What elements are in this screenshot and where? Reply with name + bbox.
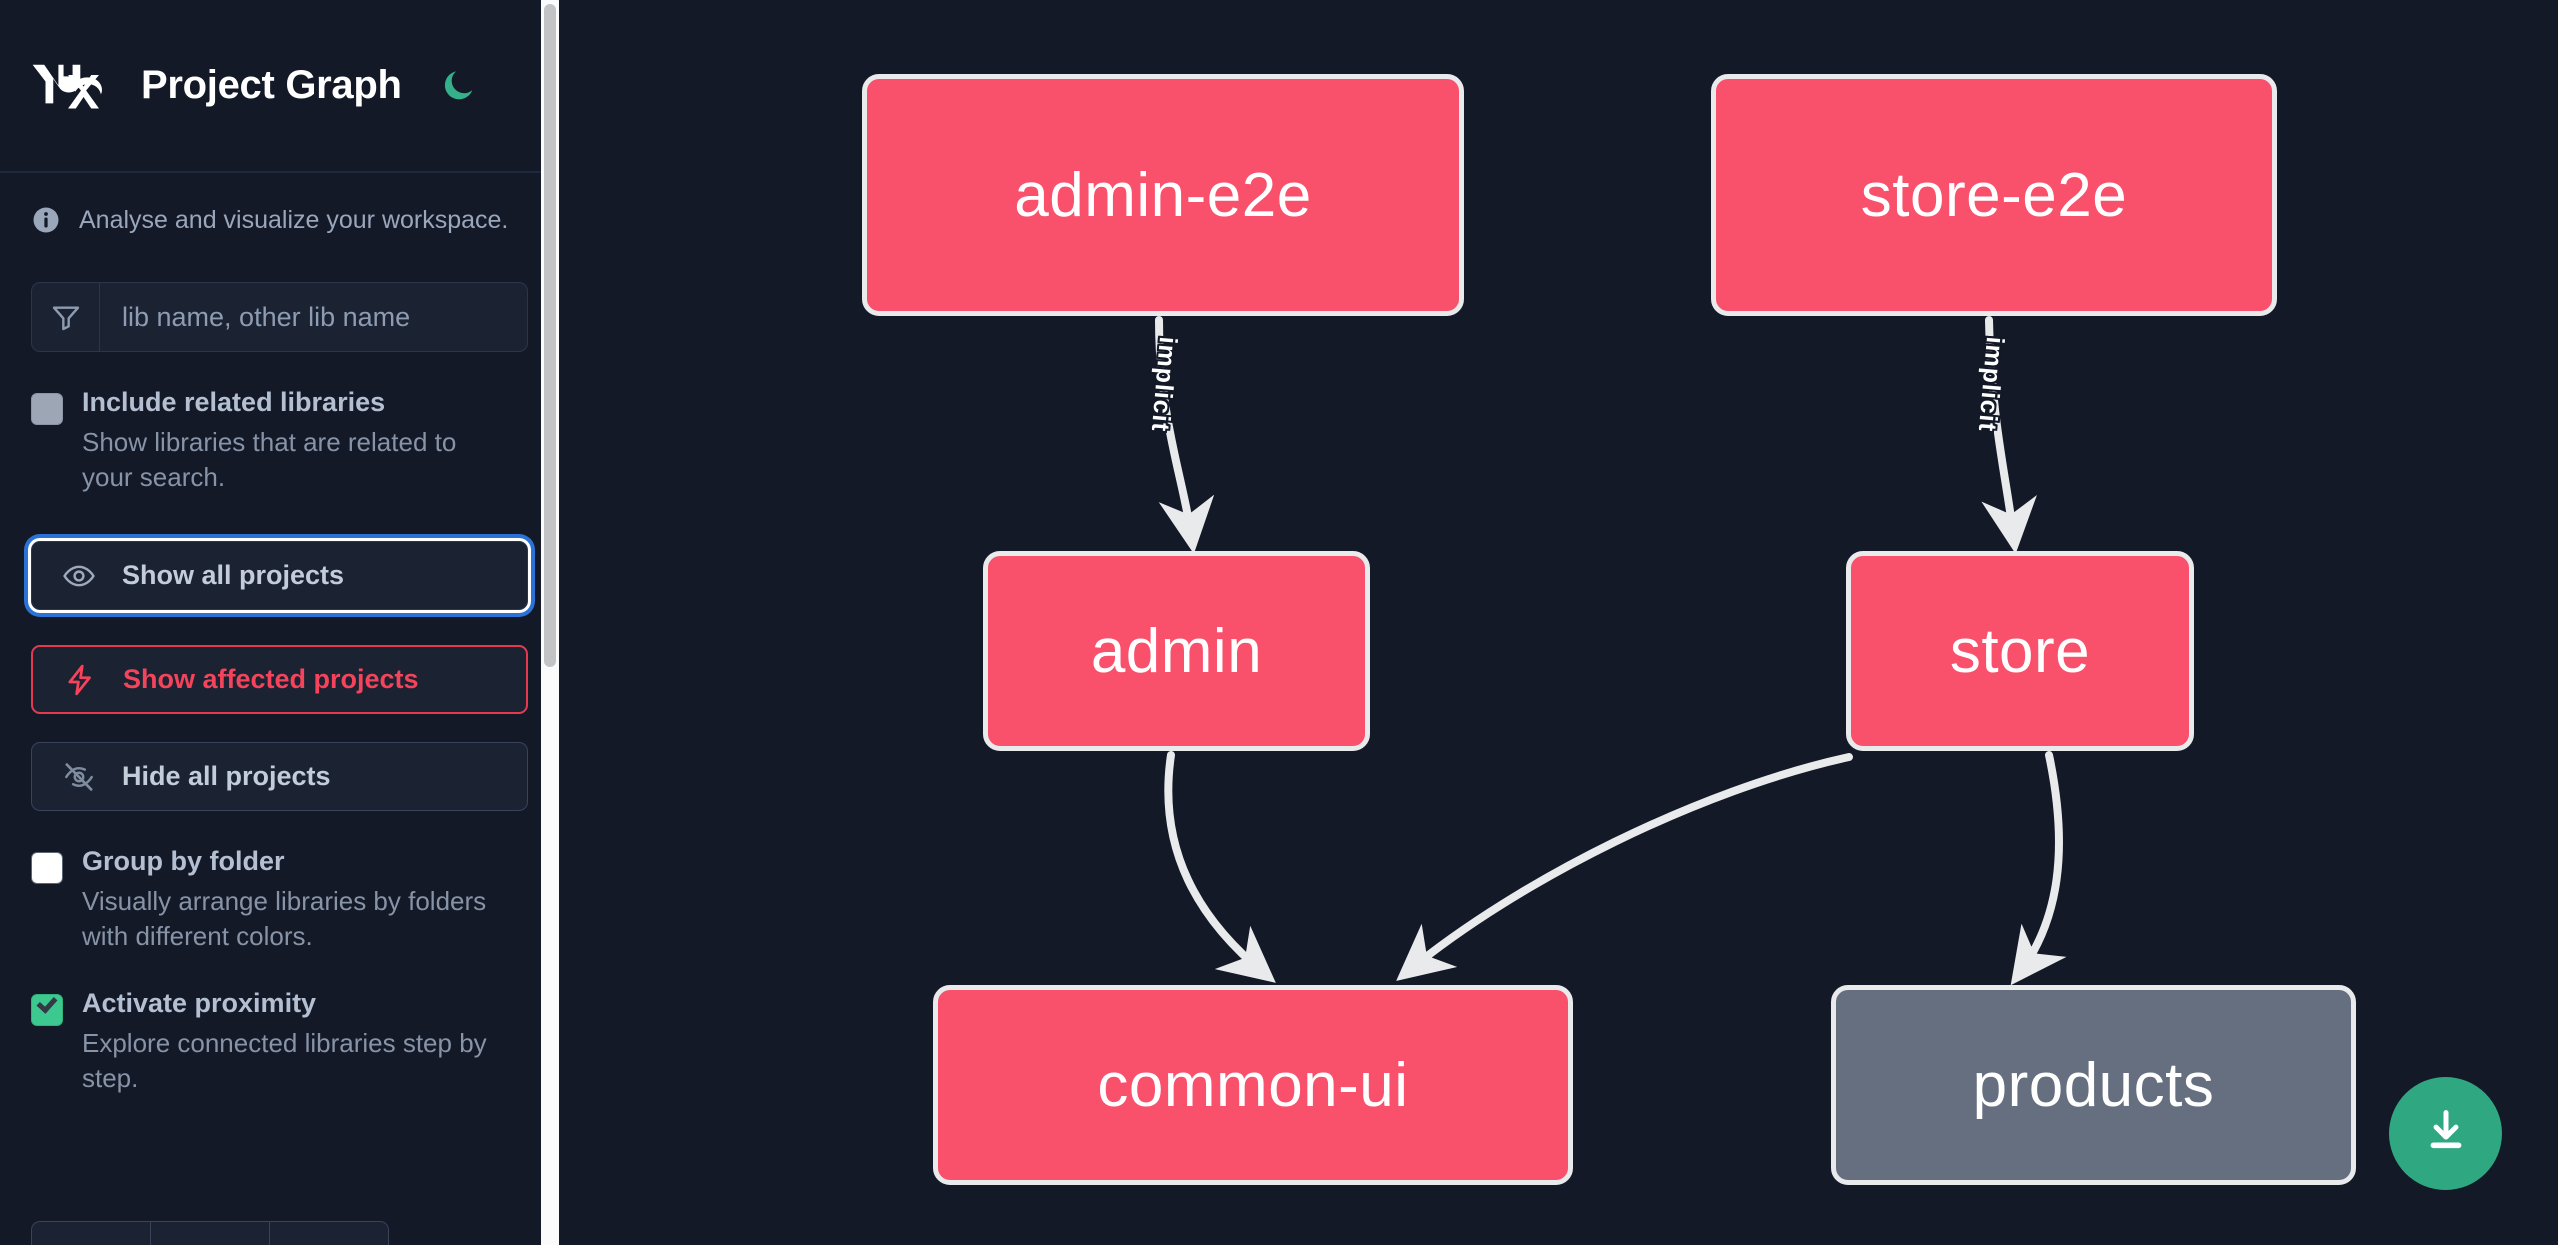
- graph-node-store-e2e[interactable]: store-e2e: [1711, 74, 2277, 316]
- edge-store-e2e-to-store: [1981, 316, 2037, 554]
- workspace-info-text: Analyse and visualize your workspace.: [79, 205, 509, 234]
- proximity-step-decrease[interactable]: [32, 1222, 151, 1245]
- edge-store-to-common-ui: [1396, 753, 1853, 981]
- graph-node-admin[interactable]: admin: [983, 551, 1370, 751]
- sidebar-scrollbar[interactable]: [541, 0, 559, 1245]
- graph-node-label: admin-e2e: [1014, 160, 1312, 230]
- option-description: Show libraries that are related to your …: [82, 427, 457, 492]
- show-affected-projects-button[interactable]: Show affected projects: [31, 645, 528, 715]
- graph-node-label: store: [1949, 616, 2091, 686]
- graph-node-common-ui[interactable]: common-ui: [933, 985, 1573, 1185]
- graph-node-store[interactable]: store: [1846, 551, 2194, 751]
- show-all-projects-button[interactable]: Show all projects: [31, 541, 528, 611]
- graph-node-label: common-ui: [1097, 1050, 1409, 1120]
- workspace-info: Analyse and visualize your workspace.: [0, 173, 559, 235]
- option-description: Explore connected libraries step by step…: [82, 1028, 487, 1093]
- proximity-step-increase[interactable]: [270, 1222, 388, 1245]
- option-group-top: Include related libraries Show libraries…: [0, 389, 559, 494]
- nx-logo-icon: [31, 57, 109, 115]
- download-button[interactable]: [2389, 1077, 2502, 1190]
- checkbox-activate-proximity[interactable]: [31, 992, 63, 1027]
- option-group-bottom: Group by folder Visually arrange librari…: [0, 848, 559, 1095]
- filter-box: [31, 282, 528, 352]
- graph-node-label: products: [1972, 1050, 2215, 1120]
- graph-canvas[interactable]: admin-e2e store-e2e admin store common-u…: [559, 0, 2558, 1245]
- show-all-projects-label: Show all projects: [122, 560, 345, 591]
- info-circle-icon: [31, 205, 61, 235]
- graph-node-products[interactable]: products: [1831, 985, 2356, 1185]
- option-label: Include related libraries: [82, 387, 386, 417]
- option-group-by-folder[interactable]: Group by folder Visually arrange librari…: [31, 848, 528, 953]
- proximity-stepper-group[interactable]: [31, 1221, 389, 1245]
- option-include-related-libraries[interactable]: Include related libraries Show libraries…: [31, 389, 528, 494]
- option-label: Group by folder: [82, 846, 285, 877]
- sidebar: Project Graph Analyse and visualize yo: [0, 0, 559, 1245]
- page-title: Project Graph: [141, 63, 402, 107]
- option-activate-proximity[interactable]: Activate proximity Explore connected lib…: [31, 990, 528, 1095]
- sidebar-header: Project Graph: [0, 0, 559, 173]
- download-icon: [2420, 1105, 2472, 1162]
- project-visibility-buttons: Show all projects Show affected projects: [0, 541, 559, 812]
- edge-admin-to-common-ui: [1164, 751, 1276, 983]
- moon-icon[interactable]: [437, 64, 481, 108]
- hide-all-projects-label: Hide all projects: [122, 761, 331, 792]
- sidebar-scrollbar-thumb[interactable]: [544, 4, 556, 667]
- graph-edges: [1155, 316, 2067, 986]
- lightning-bolt-icon: [63, 663, 97, 697]
- eye-icon: [62, 559, 96, 593]
- proximity-step-value[interactable]: [151, 1222, 270, 1245]
- graph-node-label: store-e2e: [1860, 160, 2128, 230]
- option-label: Activate proximity: [82, 988, 317, 1019]
- checkbox-group-by-folder[interactable]: [31, 852, 63, 885]
- graph-node-label: admin: [1090, 616, 1263, 686]
- option-description: Visually arrange libraries by folders wi…: [82, 886, 487, 951]
- hide-all-projects-button[interactable]: Hide all projects: [31, 742, 528, 812]
- show-affected-projects-label: Show affected projects: [123, 664, 419, 695]
- check-icon: [36, 992, 58, 1015]
- edge-store-to-products: [2010, 751, 2067, 986]
- graph-node-admin-e2e[interactable]: admin-e2e: [862, 74, 1464, 316]
- search-input[interactable]: [100, 283, 527, 351]
- checkbox-include-related-libraries[interactable]: [31, 393, 63, 425]
- filter-funnel-icon[interactable]: [32, 283, 100, 351]
- edge-admin-e2e-to-admin: [1155, 316, 1215, 554]
- eye-off-icon: [62, 760, 96, 794]
